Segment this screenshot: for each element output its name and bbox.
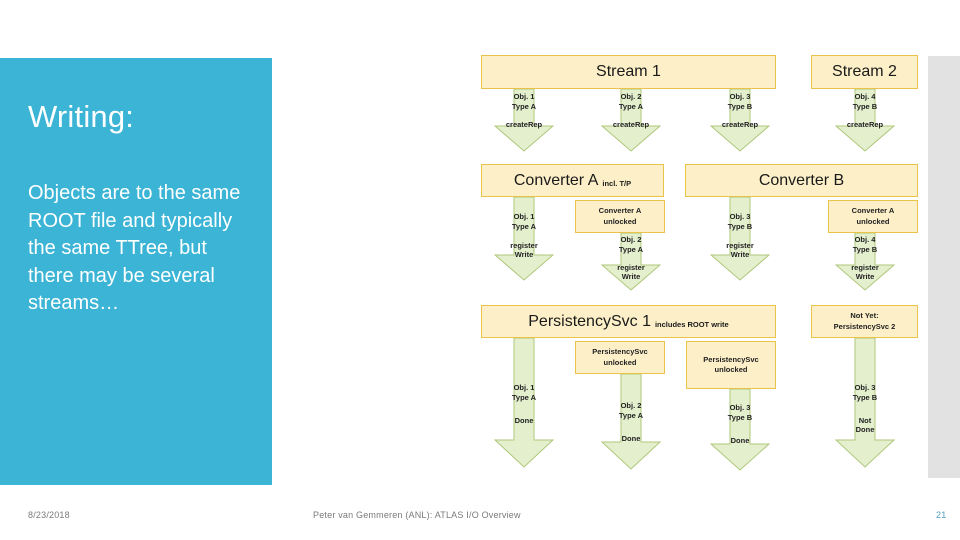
footer-date: 8/23/2018 (28, 510, 70, 520)
page-title: Writing: (28, 99, 135, 134)
arrow-not-done-4: Obj. 3 Type B Not Done (834, 337, 896, 468)
arrow-shape-icon (600, 373, 662, 470)
footer-page-number: 21 (936, 510, 947, 520)
converter-a-label: Converter A (513, 171, 599, 189)
converter-b-box[interactable]: Converter B (685, 164, 918, 197)
not-yet-line-1: Not Yet: (850, 311, 879, 321)
arrow-createrep-1: Obj. 1 Type A createRep (493, 88, 555, 152)
stream1-box[interactable]: Stream 1 (481, 55, 776, 89)
stream1-label: Stream 1 (596, 63, 661, 80)
persistencysvc-unlocked-note-1: PersistencySvc unlocked (575, 341, 665, 374)
arrow-register-write-1: Obj. 1 Type A register Write (493, 196, 555, 281)
note-line-2: unlocked (714, 365, 748, 374)
arrow-shape-icon (493, 337, 555, 468)
note-line-1: PersistencySvc (703, 354, 759, 364)
slide-accent-panel (0, 58, 272, 485)
arrow-register-write-2: Obj. 2 Type A register Write (600, 232, 662, 291)
arrow-register-write-3: Obj. 3 Type B register Write (709, 196, 771, 281)
note-line-1: Converter A (598, 206, 642, 216)
footer-center-text: Peter van Gemmeren (ANL): ATLAS I/O Over… (313, 510, 521, 520)
arrow-shape-icon (709, 196, 771, 281)
note-line-2: unlocked (603, 357, 637, 367)
arrow-done-3: Obj. 3 Type B Done (709, 388, 771, 471)
converter-a-sublabel: incl. T/P (602, 179, 632, 188)
arrow-register-write-4: Obj. 4 Type B register Write (834, 232, 896, 291)
persistencysvc1-sublabel: includes ROOT write (654, 320, 729, 329)
stream2-box[interactable]: Stream 2 (811, 55, 918, 89)
arrow-createrep-4: Obj. 4 Type B createRep (834, 88, 896, 152)
arrow-shape-icon (600, 232, 662, 291)
note-line-1: PersistencySvc (592, 347, 648, 357)
arrow-shape-icon (709, 88, 771, 152)
converter-a-unlocked-note-1: Converter A unlocked (575, 200, 665, 233)
right-grey-band (928, 56, 960, 478)
arrow-shape-icon (834, 337, 896, 468)
note-line-2: unlocked (856, 216, 890, 226)
arrow-shape-icon (834, 232, 896, 291)
not-yet-persistencysvc2-box[interactable]: Not Yet: PersistencySvc 2 (811, 305, 918, 338)
arrow-shape-icon (834, 88, 896, 152)
arrow-shape-icon (600, 88, 662, 152)
stream2-label: Stream 2 (832, 63, 897, 80)
slide-body-text: Objects are to the same ROOT file and ty… (28, 182, 241, 315)
arrow-done-1: Obj. 1 Type A Done (493, 337, 555, 468)
arrow-createrep-2: Obj. 2 Type A createRep (600, 88, 662, 152)
persistencysvc1-label: PersistencySvc 1 (528, 312, 651, 330)
not-yet-line-2: PersistencySvc 2 (833, 321, 896, 331)
note-line-2: unlocked (603, 216, 637, 226)
arrow-done-2: Obj. 2 Type A Done (600, 373, 662, 470)
converter-b-label: Converter B (758, 171, 845, 189)
arrow-createrep-3: Obj. 3 Type B createRep (709, 88, 771, 152)
note-line-1: Converter A (851, 206, 895, 216)
arrow-shape-icon (709, 388, 771, 471)
persistencysvc-unlocked-note-2: PersistencySvc unlocked (686, 341, 776, 389)
converter-a-unlocked-note-2: Converter A unlocked (828, 200, 918, 233)
arrow-shape-icon (493, 88, 555, 152)
arrow-shape-icon (493, 196, 555, 281)
